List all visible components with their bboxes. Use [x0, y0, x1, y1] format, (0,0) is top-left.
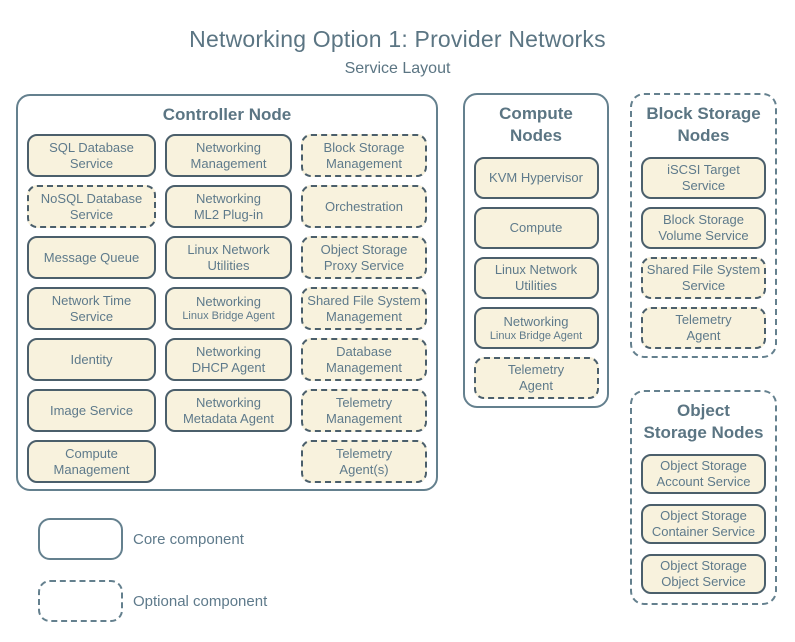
- core-component-swatch: [38, 518, 123, 560]
- controller-node-heading: Controller Node: [162, 105, 292, 124]
- service-sublabel: Linux Bridge Agent: [182, 310, 275, 322]
- service-linux-network-utilities: Linux Network Utilities: [473, 257, 599, 299]
- service-identity: Identity: [27, 338, 156, 381]
- service-label: KVM Hypervisor: [489, 170, 583, 185]
- service-label: Message Queue: [43, 249, 140, 265]
- service-label: Networking ML2 Plug-in: [193, 190, 264, 222]
- legend-label: Optional component: [133, 592, 268, 610]
- service-label: Telemetry Agent(s): [335, 445, 393, 477]
- service-label: Networking: [195, 294, 262, 309]
- service-linux-network-utilities: Linux Network Utilities: [165, 236, 292, 279]
- service-shared-file-system-service: Shared File System Service: [641, 257, 766, 299]
- block-storage-nodes-container: Block Storage Nodes iSCSI Target Service…: [630, 93, 777, 358]
- controller-service-grid: SQL Database Service Networking Manageme…: [18, 126, 436, 483]
- service-label: Networking Metadata Agent: [182, 394, 275, 426]
- service-label: Network Time Service: [51, 292, 132, 324]
- service-label: Orchestration: [324, 198, 404, 214]
- service-label: Networking: [503, 313, 569, 329]
- service-label: Networking Management: [190, 139, 267, 171]
- service-label: Object Storage Proxy Service: [320, 241, 408, 273]
- service-label: Shared File System Service: [646, 262, 761, 293]
- legend-label: Core component: [133, 530, 244, 548]
- service-object-storage-proxy-service: Object Storage Proxy Service: [301, 236, 427, 279]
- block-storage-service-stack: iSCSI Target Service Block Storage Volum…: [632, 157, 775, 349]
- diagram-title: Networking Option 1: Provider Networks: [189, 26, 606, 52]
- service-networking-metadata-agent: Networking Metadata Agent: [165, 389, 292, 432]
- optional-component-swatch: [38, 580, 123, 622]
- service-label: Object Storage Object Service: [660, 558, 747, 589]
- service-label: Linux Network Utilities: [494, 262, 578, 293]
- object-storage-nodes-container: Object Storage Nodes Object Storage Acco…: [630, 390, 777, 605]
- service-label: Shared File System Management: [307, 292, 421, 324]
- service-label: Object Storage Container Service: [651, 508, 756, 539]
- service-block-storage-volume-service: Block Storage Volume Service: [641, 207, 766, 249]
- service-telemetry-management: Telemetry Management: [301, 389, 427, 432]
- service-label: SQL Database Service: [49, 139, 134, 171]
- object-storage-service-stack: Object Storage Account Service Object St…: [632, 454, 775, 594]
- block-storage-nodes-heading: Block Storage Nodes: [646, 104, 761, 145]
- service-compute-management: Compute Management: [27, 440, 156, 483]
- service-image-service: Image Service: [27, 389, 156, 432]
- legend-optional-component: Optional component: [38, 580, 267, 622]
- service-label: Block Storage Volume Service: [658, 212, 749, 243]
- service-label: Database Management: [326, 343, 402, 375]
- diagram-subtitle: Service Layout: [344, 60, 451, 77]
- service-label: Telemetry Management: [326, 394, 402, 426]
- service-label: Compute: [509, 220, 563, 235]
- service-object-storage-object-service: Object Storage Object Service: [641, 554, 766, 594]
- service-label: NoSQL Database Service: [40, 190, 143, 222]
- service-label: Networking DHCP Agent: [191, 343, 266, 375]
- service-shared-file-system-management: Shared File System Management: [301, 287, 427, 330]
- service-block-storage-management: Block Storage Management: [301, 134, 427, 177]
- service-network-time-service: Network Time Service: [27, 287, 156, 330]
- service-label: Identity: [70, 351, 113, 367]
- service-networking-management: Networking Management: [165, 134, 292, 177]
- service-telemetry-agent: Telemetry Agent: [473, 357, 599, 399]
- service-orchestration: Orchestration: [301, 185, 427, 228]
- service-networking-ml2-plugin: Networking ML2 Plug-in: [165, 185, 292, 228]
- compute-nodes-container: Compute Nodes KVM Hypervisor Compute Lin…: [463, 93, 609, 408]
- service-iscsi-target-service: iSCSI Target Service: [641, 157, 766, 199]
- compute-nodes-heading: Compute Nodes: [499, 104, 573, 145]
- service-label: Linux Network Utilities: [187, 241, 270, 273]
- legend-core-component: Core component: [38, 518, 244, 560]
- controller-node-container: Controller Node SQL Database Service Net…: [16, 94, 438, 491]
- service-label: Compute Management: [53, 445, 130, 477]
- service-database-management: Database Management: [301, 338, 427, 381]
- service-label: Image Service: [49, 402, 134, 418]
- service-kvm-hypervisor: KVM Hypervisor: [473, 157, 599, 199]
- service-networking-dhcp-agent: Networking DHCP Agent: [165, 338, 292, 381]
- service-label: Telemetry Agent: [507, 362, 565, 393]
- service-object-storage-container-service: Object Storage Container Service: [641, 504, 766, 544]
- service-sql-database-service: SQL Database Service: [27, 134, 156, 177]
- service-telemetry-agents: Telemetry Agent(s): [301, 440, 427, 483]
- service-label: iSCSI Target Service: [667, 162, 740, 193]
- service-object-storage-account-service: Object Storage Account Service: [641, 454, 766, 494]
- object-storage-nodes-heading: Object Storage Nodes: [643, 401, 764, 442]
- service-sublabel: Linux Bridge Agent: [489, 329, 583, 342]
- service-label: Telemetry Agent: [675, 312, 732, 343]
- service-label: Block Storage Management: [323, 139, 405, 171]
- service-telemetry-agent: Telemetry Agent: [641, 307, 766, 349]
- service-label: Object Storage Account Service: [656, 458, 751, 489]
- compute-service-stack: KVM Hypervisor Compute Linux Network Uti…: [465, 157, 607, 399]
- service-nosql-database-service: NoSQL Database Service: [27, 185, 156, 228]
- service-compute: Compute: [473, 207, 599, 249]
- service-message-queue: Message Queue: [27, 236, 156, 279]
